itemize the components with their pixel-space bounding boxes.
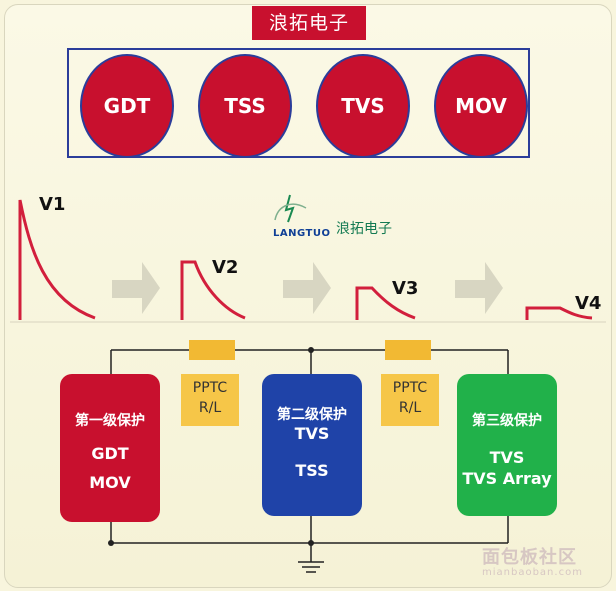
- stage-1-line-2: MOV: [89, 473, 131, 492]
- arrow-1: [112, 262, 160, 314]
- logo-cn: 浪拓电子: [336, 221, 392, 237]
- stage-2: 第二级保护 TVS TSS: [262, 374, 362, 516]
- stage-1-title: 第一级保护: [75, 413, 145, 429]
- stage-3: 第三级保护 TVS TVS Array: [457, 374, 557, 516]
- pptc-bar-2: [385, 340, 431, 360]
- watermark-url: mianbaoban.com: [482, 567, 583, 578]
- label-v3: V3: [392, 278, 419, 299]
- wave-v1: [18, 199, 96, 320]
- stage-1: 第一级保护 GDT MOV: [60, 374, 160, 522]
- stage-3-title: 第三级保护: [472, 413, 542, 429]
- device-gdt: GDT: [80, 54, 174, 158]
- label-v4: V4: [575, 293, 602, 314]
- wave-v4: [525, 306, 593, 320]
- wave-v2: [180, 260, 246, 320]
- arrow-3: [455, 262, 503, 314]
- device-mov: MOV: [434, 54, 528, 158]
- logo-text: LANGTUO: [273, 228, 331, 239]
- pptc-box-1: PPTC R/L: [181, 374, 239, 426]
- stage-2-line-1: TVS: [294, 424, 330, 443]
- pptc-box-2: PPTC R/L: [381, 374, 439, 426]
- device-box: [67, 48, 530, 158]
- device-tss: TSS: [198, 54, 292, 158]
- arrow-2: [283, 262, 331, 314]
- label-v1: V1: [39, 194, 66, 215]
- pptc-2-top: PPTC: [392, 380, 428, 396]
- pptc-2-bottom: R/L: [398, 400, 422, 416]
- brand-title: 浪拓电子: [252, 6, 366, 40]
- stage-3-line-1: TVS: [489, 448, 525, 467]
- stage-2-line-2: TSS: [295, 461, 329, 480]
- pptc-1-bottom: R/L: [198, 400, 222, 416]
- stage-2-title: 第二级保护: [277, 407, 347, 423]
- label-v2: V2: [212, 257, 239, 278]
- pptc-bar-1: [189, 340, 235, 360]
- stage-1-line-1: GDT: [91, 444, 129, 463]
- wave-v3: [355, 286, 416, 320]
- device-tvs: TVS: [316, 54, 410, 158]
- watermark-cn: 面包板社区: [482, 547, 577, 568]
- pptc-1-top: PPTC: [192, 380, 228, 396]
- logo-bolt-icon: [284, 194, 295, 223]
- stage-3-line-2: TVS Array: [462, 469, 552, 488]
